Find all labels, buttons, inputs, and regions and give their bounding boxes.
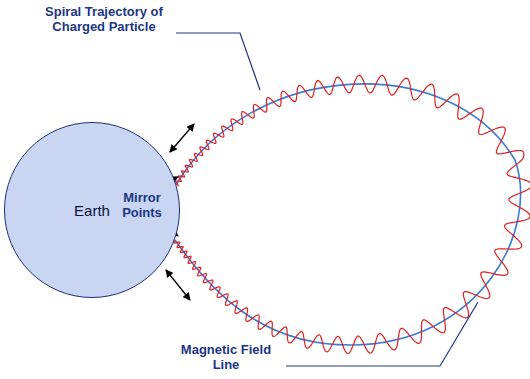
motion-arrow [170,124,194,152]
callout-label: Spiral Trajectory of Charged Particle [34,4,174,34]
leader-line [176,33,260,90]
callout-label: Mirror Points [114,190,170,220]
leader-line [286,302,478,366]
motion-arrow [166,270,190,300]
callout-label: Magnetic Field Line [168,342,284,372]
planet-name: Earth [74,202,110,219]
spiral-trajectory [174,75,530,353]
